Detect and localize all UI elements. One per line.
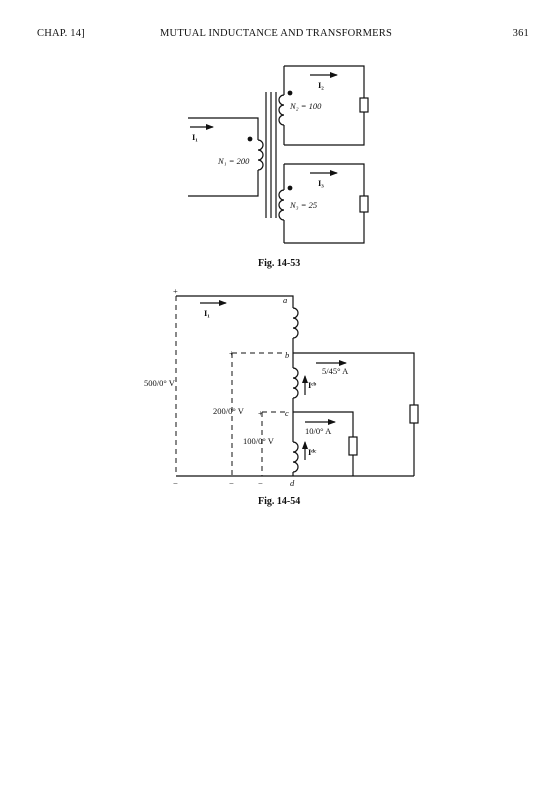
coil-bc	[292, 367, 299, 399]
plus-bd: +	[229, 348, 234, 358]
minus-ad: −	[173, 478, 178, 488]
label-i2: I₂	[318, 80, 324, 90]
page-number: 361	[512, 28, 529, 39]
primary-top-lead	[188, 117, 259, 140]
resistor-2	[359, 97, 369, 113]
node-b: b	[285, 350, 289, 360]
resistor-3	[359, 195, 369, 213]
label-v-ad: 500/0° V	[144, 378, 176, 388]
caption-fig-14-54: Fig. 14-54	[258, 496, 300, 507]
minus-cd: −	[258, 478, 263, 488]
label-current-load-c: 10/0° A	[305, 426, 332, 436]
resistor-load-c	[348, 436, 358, 456]
label-v-bd: 200/0° V	[213, 406, 245, 416]
top-wire	[176, 295, 294, 308]
load-c-wire-top	[293, 411, 354, 437]
label-icb: Iᶜᵇ	[308, 380, 317, 390]
label-n1: N₁ = 200	[217, 156, 250, 166]
secondary3-coil	[278, 189, 285, 221]
polarity-dot-primary	[247, 136, 253, 142]
secondary3-bottom-wire	[284, 212, 365, 244]
node-c: c	[285, 408, 289, 418]
label-current-load-b: 5/45° A	[322, 366, 349, 376]
chapter-label: CHAP. 14]	[37, 28, 85, 39]
label-i3: I₃	[318, 178, 324, 188]
label-v-cd: 100/0° V	[243, 436, 275, 446]
primary-bottom-lead	[188, 170, 259, 197]
primary-coil	[257, 139, 264, 171]
secondary2-bottom-wire	[284, 112, 365, 146]
node-a: a	[283, 295, 287, 305]
polarity-dot-secondary3	[287, 185, 293, 191]
plus-cd: +	[258, 408, 263, 418]
label-i1: I₁	[192, 132, 198, 142]
page-header: CHAP. 14] MUTUAL INDUCTANCE AND TRANSFOR…	[0, 28, 559, 44]
node-d: d	[290, 478, 295, 488]
resistor-load-b	[409, 404, 419, 424]
secondary2-top-wire	[284, 65, 365, 98]
load-b-wire-top	[293, 352, 415, 405]
secondary3-top-wire	[284, 163, 365, 196]
label-n2: N₂ = 100	[289, 101, 322, 111]
polarity-dot-secondary2	[287, 90, 293, 96]
secondary2-coil	[278, 94, 285, 126]
figure-14-54	[175, 295, 419, 477]
minus-bd: −	[229, 478, 234, 488]
label-i1: I₁	[204, 308, 210, 318]
label-idc: Iᵈᶜ	[308, 447, 317, 457]
chapter-title: MUTUAL INDUCTANCE AND TRANSFORMERS	[160, 28, 393, 39]
caption-fig-14-53: Fig. 14-53	[258, 258, 300, 269]
label-n3: N₃ = 25	[289, 200, 317, 210]
plus-ad: +	[173, 286, 178, 296]
coil-ab	[292, 307, 299, 339]
coil-cd	[292, 441, 299, 473]
figure-14-53	[188, 65, 369, 244]
